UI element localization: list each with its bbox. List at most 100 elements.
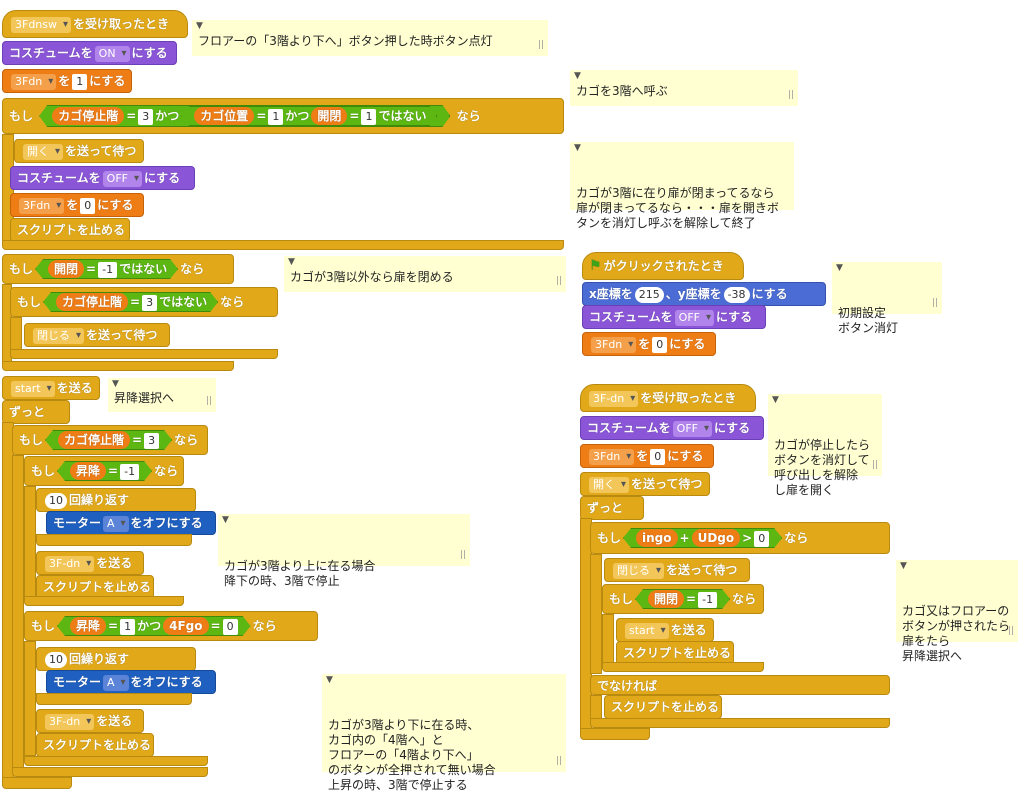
x-input[interactable]: 215: [634, 287, 664, 303]
collapse-triangle-icon[interactable]: ▼: [836, 263, 843, 273]
hat-flag-clicked[interactable]: ⚑がクリックされたとき: [582, 252, 744, 280]
repeat-count[interactable]: 10: [45, 652, 67, 668]
message-dropdown[interactable]: 閉じる: [33, 328, 84, 344]
broadcast-wait-block[interactable]: 開くを送って待つ: [580, 472, 710, 496]
resize-grip-icon[interactable]: ||: [537, 40, 544, 50]
comment-c7[interactable]: ▼ カゴが3階より下に在る時、 カゴ内の「4階へ」と フロアーの「4階より下へ」…: [322, 674, 566, 792]
costume-block[interactable]: コスチュームをOFFにする: [580, 416, 764, 440]
comment-c10[interactable]: ▼ カゴ又はフロアーの ボタンが押されたら 扉をたら 昇降選択へ ||: [896, 560, 1018, 663]
costume-block[interactable]: コスチュームをOFFにする: [10, 166, 195, 190]
condition[interactable]: 開閉=-1: [635, 589, 730, 609]
costume-block[interactable]: コスチュームをOFFにする: [582, 305, 766, 329]
resize-grip-icon[interactable]: ||: [931, 298, 938, 308]
resize-grip-icon[interactable]: ||: [555, 756, 562, 766]
forever-block[interactable]: ずっと: [2, 400, 70, 424]
resize-grip-icon[interactable]: ||: [787, 90, 794, 100]
collapse-triangle-icon[interactable]: ▼: [574, 143, 581, 153]
repeat-count[interactable]: 10: [45, 493, 67, 509]
collapse-triangle-icon[interactable]: ▼: [222, 515, 229, 525]
comment-c8[interactable]: ▼ 初期設定 ボタン消灯 ||: [832, 262, 942, 335]
value-input[interactable]: 3: [138, 109, 153, 125]
collapse-triangle-icon[interactable]: ▼: [112, 379, 119, 389]
motor-dropdown[interactable]: A: [103, 675, 129, 691]
set-var-block[interactable]: 3Fdnを0にする: [10, 193, 144, 217]
broadcast-wait-block[interactable]: 閉じるを送って待つ: [24, 323, 170, 347]
broadcast-wait-block[interactable]: 閉じるを送って待つ: [604, 558, 750, 582]
var-dropdown[interactable]: 3Fdn: [591, 337, 637, 353]
message-dropdown[interactable]: 開く: [589, 477, 629, 493]
comment-c1[interactable]: ▼ フロアーの「3階より下へ」ボタン押した時ボタン点灯 ||: [192, 20, 548, 56]
hat-receive-3fdnsw[interactable]: 3Fdnswを受け取ったとき: [2, 10, 188, 38]
stop-script-block[interactable]: スクリプトを止める: [10, 218, 130, 242]
value-input[interactable]: -1: [98, 262, 117, 278]
collapse-triangle-icon[interactable]: ▼: [288, 257, 295, 267]
forever-block[interactable]: ずっと: [580, 496, 644, 520]
costume-block[interactable]: コスチュームをONにする: [2, 41, 177, 65]
value-input[interactable]: 0: [80, 198, 96, 214]
value-input[interactable]: 1: [120, 619, 135, 635]
value-input[interactable]: 3: [144, 433, 159, 449]
set-var-block[interactable]: 3Fdnを0にする: [580, 444, 714, 468]
stop-script-block[interactable]: スクリプトを止める: [36, 733, 154, 757]
message-dropdown[interactable]: 3F-dn: [589, 391, 639, 407]
var-dropdown[interactable]: 3Fdn: [589, 449, 635, 465]
broadcast-block[interactable]: 3F-dnを送る: [36, 551, 144, 575]
collapse-triangle-icon[interactable]: ▼: [772, 395, 779, 405]
message-dropdown[interactable]: 開く: [23, 144, 63, 160]
message-dropdown[interactable]: start: [625, 623, 669, 639]
value-input[interactable]: 1: [268, 109, 283, 125]
costume-dropdown[interactable]: OFF: [674, 310, 714, 326]
message-dropdown[interactable]: start: [11, 381, 55, 397]
broadcast-wait-block[interactable]: 開くを送って待つ: [14, 139, 144, 163]
motor-dropdown[interactable]: A: [103, 516, 129, 532]
collapse-triangle-icon[interactable]: ▼: [574, 71, 581, 81]
else-block[interactable]: でなければ: [590, 675, 890, 695]
set-var-block[interactable]: 3Fdnを1にする: [2, 69, 132, 93]
var-dropdown[interactable]: 3Fdn: [19, 198, 65, 214]
resize-grip-icon[interactable]: ||: [1007, 626, 1014, 636]
comment-c2[interactable]: ▼ カゴを3階へ呼ぶ ||: [570, 70, 798, 106]
stop-script-block[interactable]: スクリプトを止める: [604, 695, 722, 719]
comment-c5[interactable]: ▼ 昇降選択へ ||: [108, 378, 216, 412]
motor-off-block[interactable]: モーターAをオフにする: [46, 511, 216, 535]
condition[interactable]: ingo+UDgo>0: [623, 528, 782, 548]
condition[interactable]: カゴ停止階=3: [45, 430, 172, 450]
comment-c4[interactable]: ▼ カゴが3階以外なら扉を閉める ||: [284, 256, 566, 292]
resize-grip-icon[interactable]: ||: [459, 550, 466, 560]
value-input[interactable]: 0: [754, 531, 769, 547]
motor-off-block[interactable]: モーターAをオフにする: [46, 670, 216, 694]
collapse-triangle-icon[interactable]: ▼: [196, 21, 203, 31]
value-input[interactable]: 0: [650, 449, 666, 465]
message-dropdown[interactable]: 3F-dn: [45, 714, 95, 730]
stop-script-block[interactable]: スクリプトを止める: [616, 641, 734, 665]
collapse-triangle-icon[interactable]: ▼: [326, 675, 333, 685]
costume-dropdown[interactable]: OFF: [102, 171, 142, 187]
resize-grip-icon[interactable]: ||: [871, 460, 878, 470]
value-input[interactable]: 0: [652, 337, 668, 353]
broadcast-start-block[interactable]: startを送る: [2, 376, 100, 400]
broadcast-block[interactable]: 3F-dnを送る: [36, 709, 144, 733]
value-input[interactable]: -1: [698, 592, 717, 608]
message-dropdown[interactable]: 3Fdnsw: [11, 17, 72, 33]
value-input[interactable]: 3: [142, 295, 157, 311]
collapse-triangle-icon[interactable]: ▼: [900, 561, 907, 571]
comment-c6[interactable]: ▼ カゴが3階より上に在る場合 降下の時、3階で停止 ||: [218, 514, 470, 588]
resize-grip-icon[interactable]: ||: [555, 276, 562, 286]
hat-receive-3f-dn[interactable]: 3F-dnを受け取ったとき: [580, 384, 756, 412]
set-var-block[interactable]: 3Fdnを0にする: [582, 332, 716, 356]
